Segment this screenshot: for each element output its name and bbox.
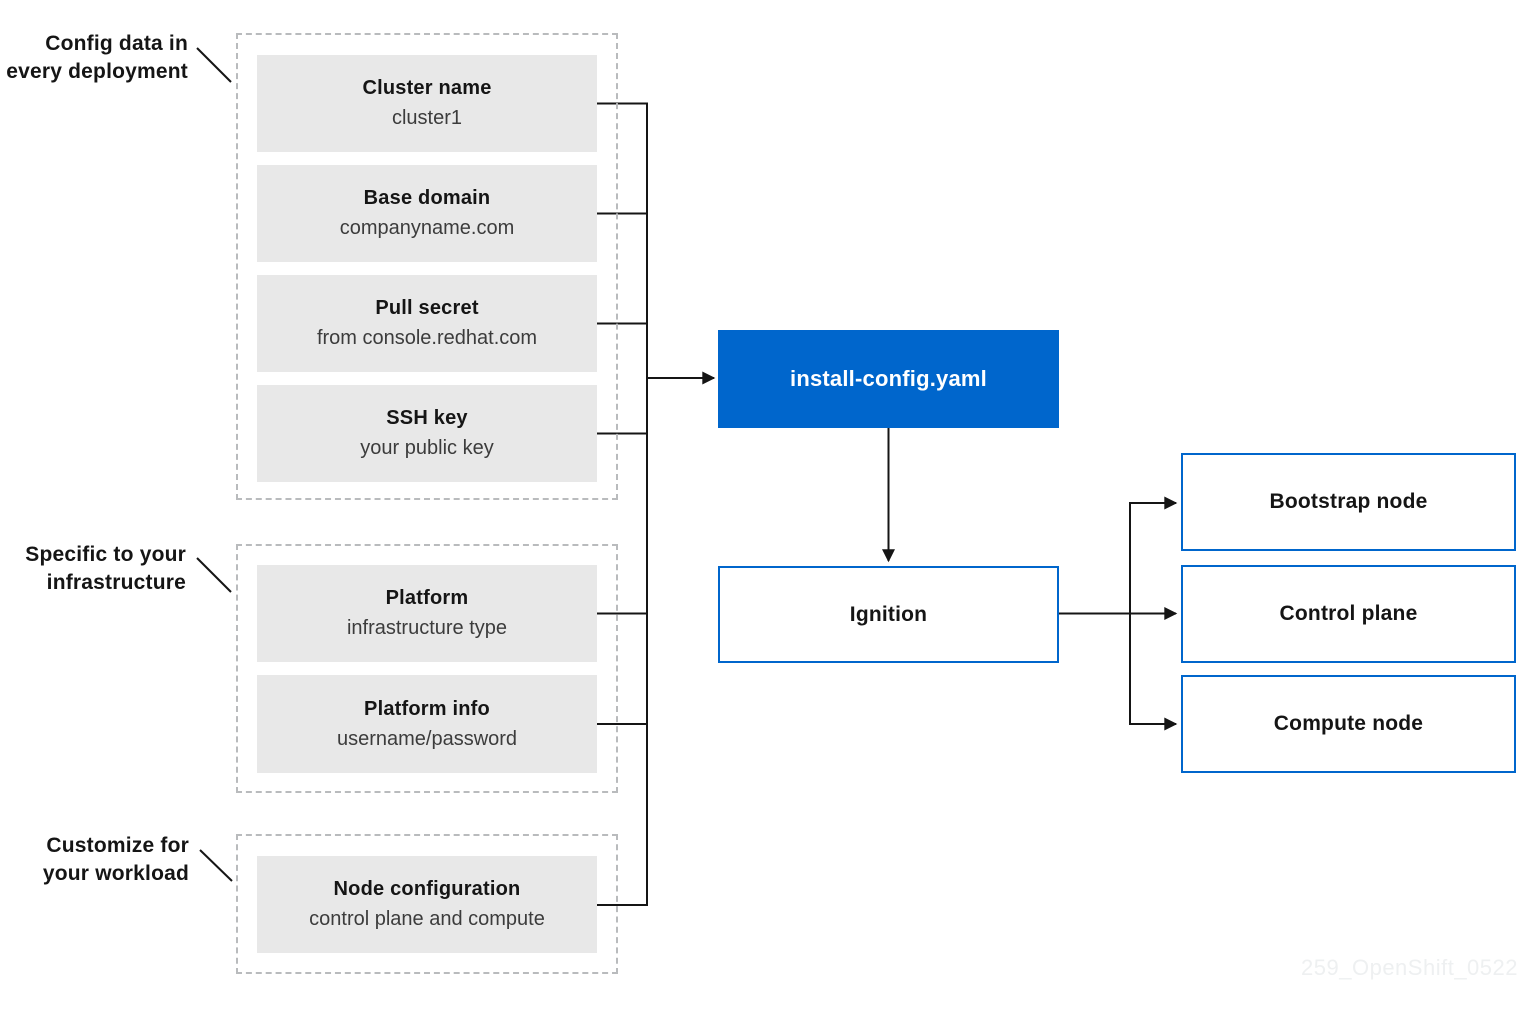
annotation-line: Config data in — [45, 32, 188, 55]
config-box-subtitle: your public key — [360, 437, 494, 459]
annotation-line: every deployment — [6, 60, 188, 83]
annotation-line: Customize for — [46, 834, 189, 857]
config-box-subtitle: infrastructure type — [346, 617, 508, 639]
install-config-box: install-config.yaml — [718, 330, 1059, 428]
annotation-pointer-workload — [199, 849, 233, 882]
annotation-config-data: Config data in every deployment — [0, 30, 188, 86]
ignition-label: Ignition — [849, 602, 928, 626]
annotation-workload: Customize for your workload — [0, 832, 189, 888]
config-box-cluster-name: Cluster name cluster1 — [257, 55, 597, 152]
config-box-subtitle: username/password — [336, 727, 518, 750]
config-box-subtitle: from console.redhat.com — [316, 327, 538, 349]
config-box-pull-secret: Pull secret from console.redhat.com — [257, 275, 597, 372]
config-box-node-configuration: Node configuration control plane and com… — [257, 856, 597, 953]
config-box-title: Base domain — [363, 187, 491, 209]
compute-node-box: Compute node — [1181, 675, 1516, 773]
config-box-platform: Platform infrastructure type — [257, 565, 597, 662]
config-box-subtitle: control plane and compute — [309, 908, 545, 930]
annotation-pointer-infra — [196, 557, 232, 593]
ignition-box: Ignition — [718, 566, 1059, 663]
watermark: 259_OpenShift_0522 — [1301, 955, 1518, 980]
bootstrap-node-box: Bootstrap node — [1181, 453, 1516, 551]
config-box-ssh-key: SSH key your public key — [257, 385, 597, 482]
config-box-base-domain: Base domain companyname.com — [257, 165, 597, 262]
config-box-title: Platform info — [364, 697, 490, 720]
workload-group — [236, 834, 618, 974]
install-config-label: install-config.yaml — [790, 366, 987, 391]
config-box-title: Node configuration — [333, 878, 521, 900]
config-box-title: Pull secret — [375, 297, 479, 319]
annotation-line: infrastructure — [46, 571, 186, 594]
annotation-pointer-config — [196, 47, 232, 83]
config-data-group — [236, 33, 618, 500]
compute-node-label: Compute node — [1273, 712, 1424, 735]
config-box-title: Platform — [385, 587, 469, 609]
config-box-platform-info: Platform info username/password — [257, 675, 597, 773]
config-box-subtitle: cluster1 — [391, 107, 463, 129]
config-box-subtitle: companyname.com — [339, 217, 515, 239]
annotation-line: Specific to your — [25, 543, 186, 566]
annotation-line: your workload — [42, 862, 189, 885]
config-box-title: SSH key — [386, 407, 468, 429]
control-plane-box: Control plane — [1181, 565, 1516, 663]
annotation-infrastructure: Specific to your infrastructure — [0, 541, 186, 597]
bootstrap-node-label: Bootstrap node — [1269, 490, 1428, 513]
config-box-title: Cluster name — [362, 77, 492, 99]
control-plane-label: Control plane — [1279, 602, 1418, 625]
infrastructure-group — [236, 544, 618, 793]
